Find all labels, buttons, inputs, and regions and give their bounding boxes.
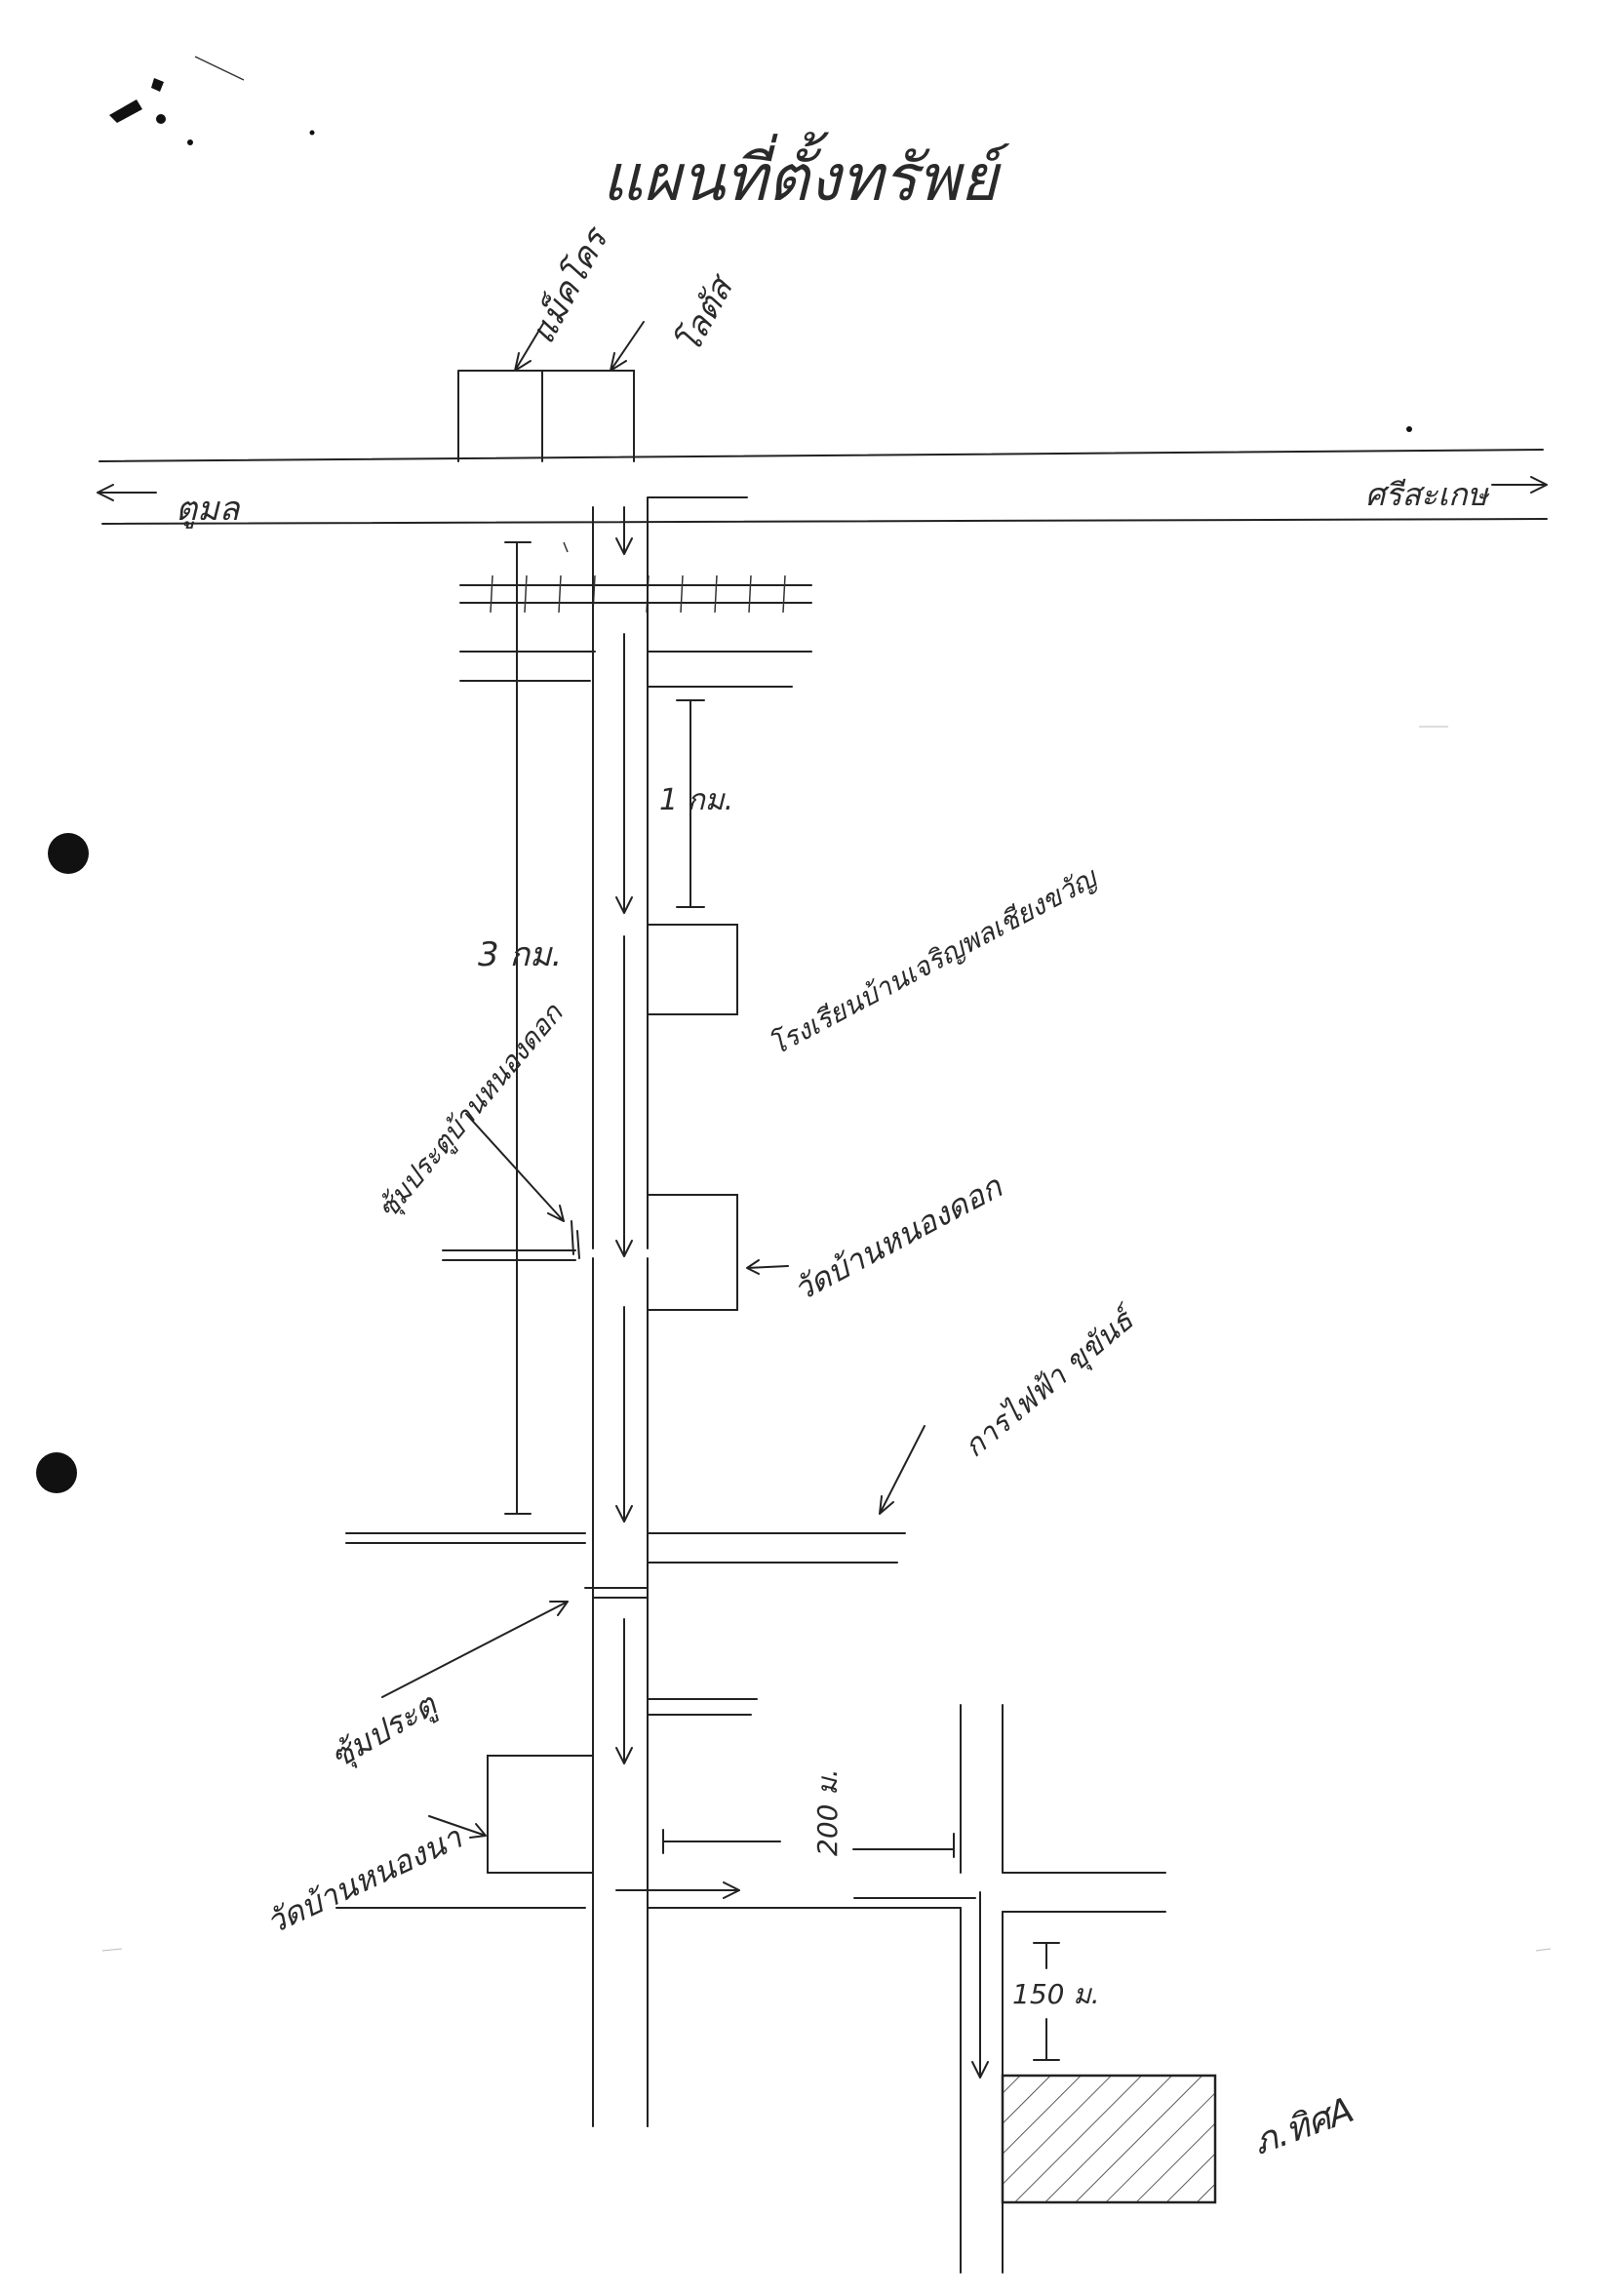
map-title: แผนที่ตั้งทรัพย์ <box>602 132 1010 216</box>
dimension-150m <box>1033 1942 1060 2061</box>
dimension-3km-label: 3 กม. <box>478 935 562 974</box>
gate-2-arrow <box>381 1601 569 1698</box>
dimension-1km-label: 1 กม. <box>659 783 733 817</box>
highway-label-left: ตูมล <box>176 490 241 529</box>
ink-specks <box>109 78 1412 432</box>
temple-2-arrow <box>428 1815 487 1839</box>
temple-1-arrow <box>746 1259 789 1275</box>
building-left-arrow <box>514 321 545 372</box>
dimension-200m <box>662 1829 955 1858</box>
cross-road-2 <box>335 1704 1166 2274</box>
dimension-200m-label: 200 ม. <box>811 1768 844 1856</box>
temple-1-building <box>647 1194 738 1311</box>
temple-2-building <box>487 1755 594 1874</box>
binder-hole-top <box>48 833 89 874</box>
cross-road-1 <box>345 1532 906 1700</box>
route-arrows <box>615 506 989 2078</box>
frontage-road <box>459 680 793 688</box>
binder-hole-bottom <box>36 1452 77 1493</box>
pea-arrow <box>879 1425 926 1515</box>
shopping-buildings <box>457 370 635 462</box>
highway-arrow-left <box>97 484 157 501</box>
dimension-3km <box>504 541 569 1515</box>
highway-arrow-right <box>1491 476 1548 494</box>
school-building <box>647 924 738 1015</box>
arch-1-arrow <box>465 1113 565 1222</box>
highway-label-right: ศรีสะเกษ <box>1365 476 1490 513</box>
building-right-arrow <box>610 321 645 372</box>
arch-1-gate <box>442 1220 580 1261</box>
dimension-150m-label: 150 ม. <box>1012 1978 1100 2010</box>
side-street <box>647 1698 758 1716</box>
property-parcel <box>1001 2074 1217 2204</box>
stray-pencil-line <box>194 56 245 81</box>
faint-marks <box>101 726 1552 1952</box>
dimension-1km <box>676 699 705 908</box>
main-highway <box>98 449 1548 525</box>
